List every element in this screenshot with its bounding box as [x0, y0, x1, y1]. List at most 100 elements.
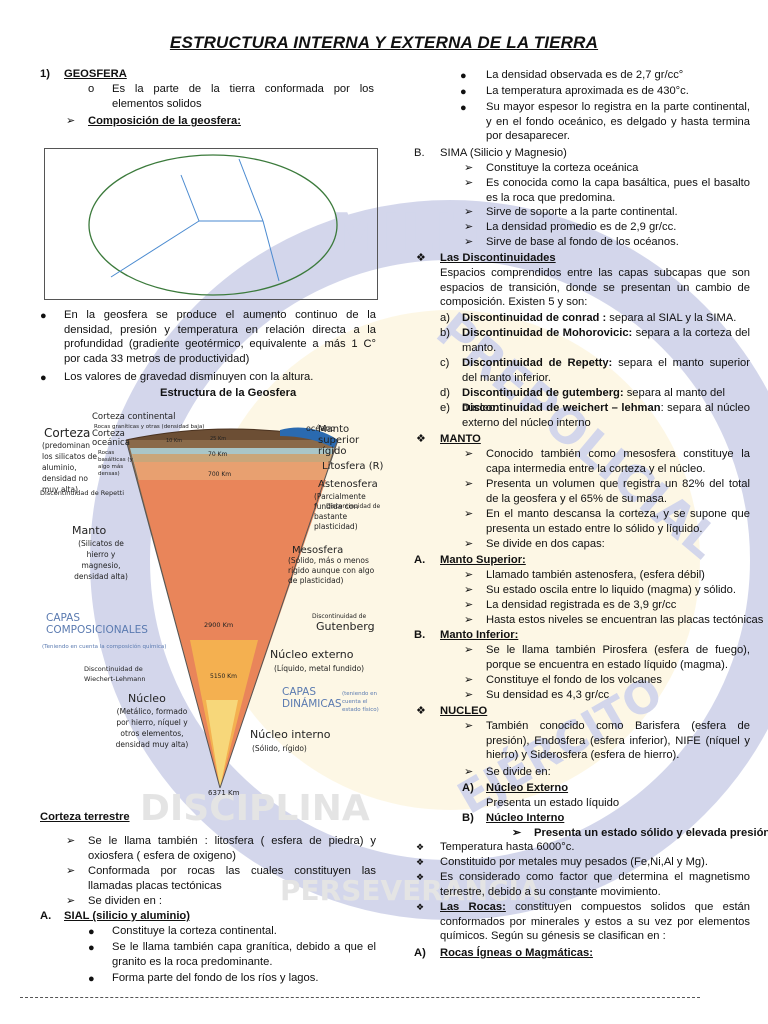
nucleo-item-1: También conocido como Barisfera (esfera …: [486, 720, 750, 762]
sima-letter: B.: [414, 147, 425, 159]
label-rocas-graniticas: Rocas graníticas y otras (densidad baja): [94, 424, 205, 430]
arrow-icon: ➢: [464, 720, 474, 732]
diamond-icon: ❖: [416, 842, 425, 852]
label-25km: 25 Km: [210, 436, 227, 442]
disc-weichert: Discontinuidad de weichert – lehman: sep…: [462, 402, 750, 429]
arrow-icon: ➢: [464, 538, 474, 550]
label-disc-gutenberg: Discontinuidad de: [312, 613, 367, 620]
label-mesosfera: Mesosfera: [292, 545, 344, 556]
arrow-icon: ➢: [464, 508, 474, 520]
manto-sup-letter: A.: [414, 554, 426, 566]
arrow-icon: ➢: [512, 827, 522, 839]
label-5150km: 5150 Km: [210, 673, 237, 680]
sial-temperature: La temperatura aproximada es de 430°c.: [486, 85, 689, 97]
arrow-icon: ➢: [66, 835, 76, 847]
label-gutenberg: Gutenberg: [316, 620, 375, 633]
corteza-item-3: Se dividen en :: [88, 895, 163, 907]
diamond-icon: ❖: [416, 872, 425, 882]
rocas-definition: Las Rocas: constituyen compuestos solido…: [440, 901, 750, 943]
bullet-icon: ●: [40, 310, 47, 322]
discontinuidades-intro: Espacios comprendidos entre las capas su…: [440, 267, 750, 309]
label-6371km: 6371 Km: [208, 789, 240, 797]
label-capas-din-desc: (teniendo en cuenta el estado físico): [342, 691, 379, 713]
arrow-icon: ➢: [66, 115, 76, 127]
label-capas-dinamicas: CAPAS DINÁMICAS: [282, 686, 342, 710]
label-disc-wiechert: Discontinuidad de Wiechert-Lehmann: [84, 665, 146, 683]
rocas-igneas-heading: Rocas Ígneas o Magmáticas:: [440, 947, 593, 959]
manto-sup-item-3: La densidad registrada es de 3,9 gr/cc: [486, 599, 677, 611]
arrow-icon: ➢: [464, 584, 474, 596]
sima-item-1: Constituye la corteza oceánica: [486, 162, 639, 174]
label-nucleo-interno-desc: (Sólido, rígido): [252, 744, 307, 753]
corteza-terrestre-heading: Corteza terrestre: [40, 811, 130, 823]
label-manto: Manto: [72, 524, 107, 537]
gravity-text: Los valores de gravedad disminuyen con l…: [64, 371, 314, 383]
arrow-icon: ➢: [464, 448, 474, 460]
label-capas-comp-desc: (Teniendo en cuenta la composición quími…: [42, 644, 167, 650]
manto-superior-heading: Manto Superior:: [440, 554, 526, 566]
label-nucleo-interno: Núcleo interno: [250, 728, 331, 741]
arrow-icon: ➢: [464, 236, 474, 248]
bullet-icon: ●: [460, 70, 467, 82]
manto-sup-item-4: Hasta estos niveles se encuentran las pl…: [486, 614, 764, 626]
label-manto-superior: Manto superior rígido: [318, 424, 360, 457]
diamond-icon: ❖: [416, 902, 425, 912]
corteza-item-2: Conformada por rocas las cuales constitu…: [88, 865, 376, 892]
disc-c-letter: c): [440, 357, 450, 369]
disc-a-letter: a): [440, 312, 450, 324]
nucleo-interno-desc: Presenta un estado sólido y elevada pres…: [534, 827, 768, 839]
label-nucleo-desc: (Metálico, formado por hierro, níquel y …: [115, 707, 189, 749]
sial-heading: SIAL (silicio y aluminio): [64, 910, 190, 922]
manto-item-3: En el manto descansa la corteza, y se su…: [486, 508, 750, 535]
label-nucleo-externo: Núcleo externo: [270, 648, 354, 661]
sima-item-4: La densidad promedio es de 2,9 gr/cc.: [486, 221, 677, 233]
section-title-geosfera: GEOSFERA: [64, 68, 127, 80]
nucleo-magnetism: Es considerado como factor que determina…: [440, 871, 750, 898]
label-2900km: 2900 Km: [204, 621, 234, 629]
diamond-icon: ❖: [416, 252, 427, 264]
sima-item-5: Sirve de base al fondo de los océanos.: [486, 236, 679, 248]
manto-item-2: Presenta un volumen que registra un 82% …: [486, 478, 750, 505]
diamond-icon: ❖: [416, 705, 427, 717]
label-nucleo: Núcleo: [128, 692, 166, 705]
sial-thickness: Su mayor espesor lo registra en la parte…: [486, 101, 750, 143]
geosfera-density-text: En la geosfera se produce el aumento con…: [64, 309, 376, 365]
sial-item-3: Forma parte del fondo de los ríos y lago…: [112, 972, 319, 984]
arrow-icon: ➢: [464, 221, 474, 233]
disc-e-letter: e): [440, 402, 450, 414]
diamond-icon: ❖: [416, 857, 425, 867]
rocas-igneas-letter: A): [414, 947, 426, 959]
arrow-icon: ➢: [464, 766, 474, 778]
composition-heading: Composición de la geosfera:: [88, 115, 241, 127]
arrow-icon: ➢: [464, 674, 474, 686]
manto-inferior-heading: Manto Inferior:: [440, 629, 519, 641]
label-disc-generic: Discontinuidad de: [326, 503, 381, 510]
bullet-icon: ●: [88, 973, 95, 985]
disc-gutemberg: Discontinuidad de gutemberg: separa al m…: [462, 387, 725, 414]
label-corteza: Corteza: [44, 426, 91, 440]
manto-item-1: Conocido también como mesosfera constitu…: [486, 448, 750, 475]
discontinuidades-heading: Las Discontinuidades: [440, 252, 556, 264]
nucleo-externo-desc: Presenta un estado líquido: [486, 797, 620, 809]
label-oceano: océano: [306, 424, 336, 433]
label-astenosfera-desc: (Parcialmente fundida con bastante plast…: [314, 492, 366, 531]
label-700km: 700 Km: [208, 471, 232, 478]
label-70km: 70 Km: [208, 451, 228, 458]
label-disc-repetti: Discontinuidad de Repetti: [40, 489, 125, 497]
manto-inf-letter: B.: [414, 629, 426, 641]
label-corteza-continental: Corteza continental: [92, 412, 176, 422]
arrow-icon: ➢: [464, 177, 474, 189]
label-rocas-basalticas: Rocas basálticas (y algo más densas): [98, 450, 133, 477]
sial-item-2: Se le llama también capa granítica, debi…: [112, 941, 376, 968]
sial-letter: A.: [40, 910, 52, 922]
manto-sup-item-1: Llamado también astenosfera, (esfera déb…: [486, 569, 705, 581]
label-nucleo-externo-desc: (Líquido, metal fundido): [274, 664, 365, 673]
manto-inf-item-1: Se le llama también Pirosfera (esfera de…: [486, 644, 750, 671]
nucleo-externo-heading: Núcleo Externo: [486, 782, 569, 794]
label-astenosfera: Astenosfera: [318, 479, 378, 490]
list-marker: o: [88, 83, 95, 95]
nucleo-temp: Temperatura hasta 6000°c.: [440, 841, 575, 853]
earth-structure-diagram: Corteza continental Rocas graníticas y o…: [30, 400, 383, 810]
label-corteza-oceanica: Corteza oceánica: [92, 429, 130, 448]
section-number: 1): [40, 68, 50, 80]
